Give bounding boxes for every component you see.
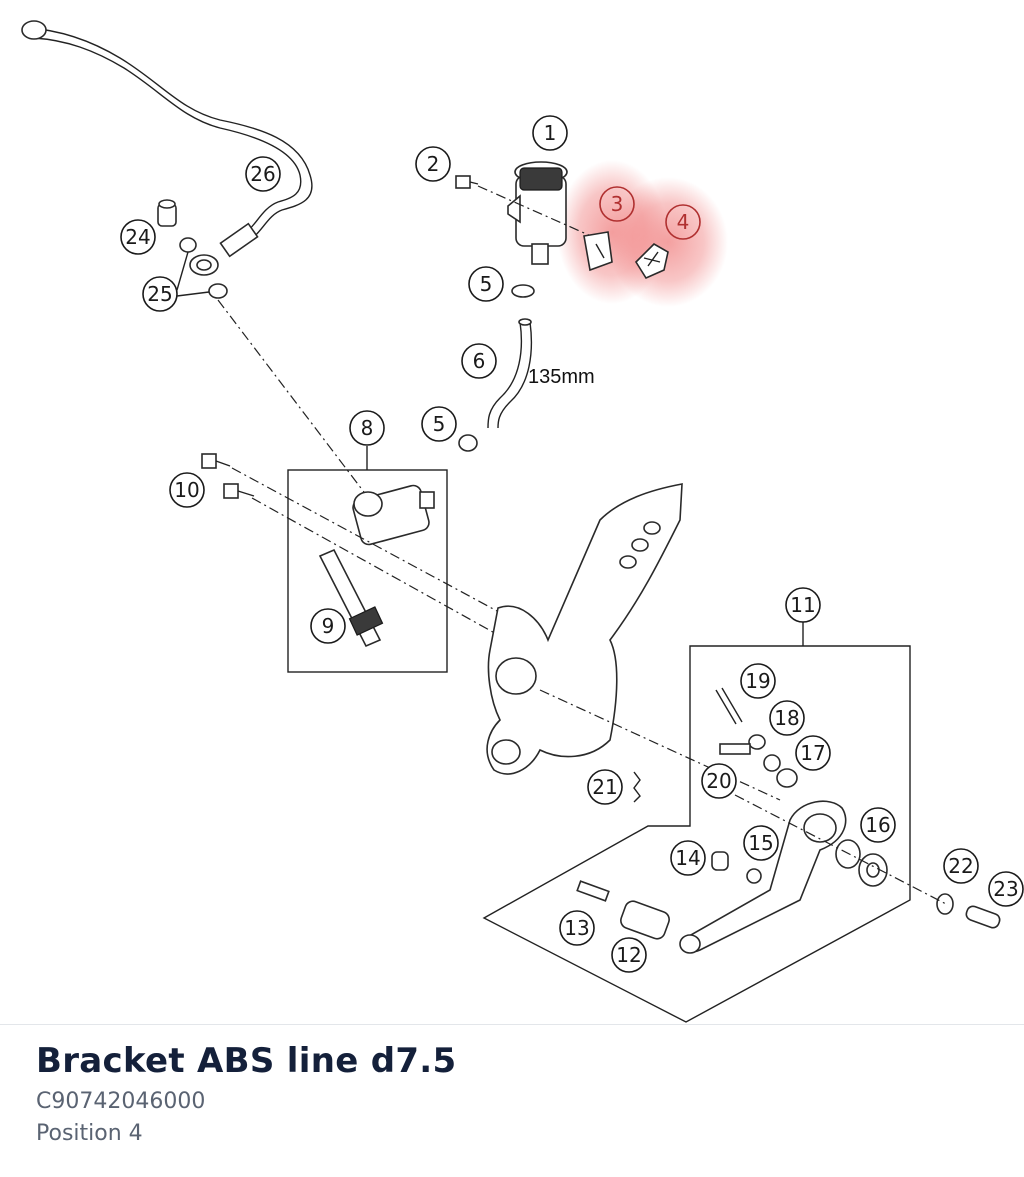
callout-19[interactable]: 19: [740, 663, 776, 699]
callout-16[interactable]: 16: [860, 807, 896, 843]
svg-text:22: 22: [948, 854, 973, 878]
callout-12[interactable]: 12: [611, 937, 647, 973]
callout-5-upper[interactable]: 5: [468, 266, 504, 302]
svg-text:25: 25: [147, 282, 172, 306]
diagram-canvas: 135mm: [21, 20, 1024, 1023]
abs-line-part[interactable]: [21, 20, 313, 276]
callout-24[interactable]: 24: [120, 219, 156, 255]
banjo-bolt-part[interactable]: [157, 199, 177, 227]
bracket-part-3[interactable]: [583, 231, 613, 272]
callout-20[interactable]: 20: [701, 763, 737, 799]
callout-23[interactable]: 23: [988, 871, 1024, 907]
hose-length-label: 135mm: [528, 366, 595, 388]
bearing-bush-part[interactable]: [835, 839, 888, 887]
bracket-part-4[interactable]: [634, 243, 669, 280]
callout-18[interactable]: 18: [769, 700, 805, 736]
washer-part[interactable]: [936, 893, 954, 915]
push-rod-part[interactable]: [318, 548, 384, 648]
svg-text:9: 9: [322, 614, 335, 638]
eccentric-part[interactable]: [776, 768, 798, 788]
fluid-reservoir-part[interactable]: [507, 161, 568, 265]
callout-6[interactable]: 6: [461, 343, 497, 379]
master-cylinder-group: [287, 446, 448, 673]
svg-text:26: 26: [250, 162, 275, 186]
callout-14[interactable]: 14: [670, 840, 706, 876]
svg-text:10: 10: [174, 478, 199, 502]
svg-text:19: 19: [745, 669, 770, 693]
hose-clamp-part[interactable]: [458, 284, 535, 452]
callout-25[interactable]: 25: [142, 276, 178, 312]
footpeg-part[interactable]: [619, 899, 672, 941]
part-number: C90742046000: [36, 1089, 206, 1114]
callout-21[interactable]: 21: [587, 769, 623, 805]
callout-15[interactable]: 15: [743, 825, 779, 861]
svg-text:15: 15: [748, 831, 773, 855]
lever-pin-part[interactable]: [715, 687, 743, 725]
footrest-bracket-part[interactable]: [486, 483, 683, 775]
svg-text:3: 3: [611, 192, 624, 216]
exploded-parts-diagram: 135mm: [21, 20, 1024, 1023]
cylinder-bolts-part[interactable]: [201, 453, 255, 499]
brake-lever-part[interactable]: [679, 800, 847, 954]
pivot-bolt-part[interactable]: [965, 905, 1002, 930]
part-position: Position 4: [36, 1121, 143, 1146]
callout-8[interactable]: 8: [349, 410, 385, 446]
svg-text:11: 11: [790, 593, 815, 617]
svg-text:20: 20: [706, 769, 731, 793]
return-spring-part[interactable]: [633, 771, 641, 803]
svg-text:5: 5: [480, 272, 493, 296]
part-info-panel: Bracket ABS line d7.5 C90742046000 Posit…: [0, 1024, 1024, 1177]
callout-26[interactable]: 26: [245, 156, 281, 192]
adjuster-bolt-part[interactable]: [719, 743, 781, 772]
callout-22[interactable]: 22: [943, 848, 979, 884]
callout-2[interactable]: 2: [415, 146, 451, 182]
spacer-part[interactable]: [711, 851, 762, 884]
svg-text:5: 5: [433, 412, 446, 436]
master-cylinder-part[interactable]: [351, 484, 435, 547]
callout-11[interactable]: 11: [785, 587, 821, 623]
svg-text:18: 18: [774, 706, 799, 730]
hose-part[interactable]: [487, 318, 533, 429]
callout-3[interactable]: 3: [599, 186, 635, 222]
svg-text:23: 23: [993, 877, 1018, 901]
highlight-glow: [557, 160, 728, 307]
callout-10[interactable]: 10: [169, 472, 205, 508]
callout-17[interactable]: 17: [795, 735, 831, 771]
reservoir-bolt-part[interactable]: [455, 175, 479, 189]
svg-text:1: 1: [544, 121, 557, 145]
svg-text:2: 2: [427, 152, 440, 176]
svg-text:6: 6: [473, 349, 486, 373]
callouts: 1 2 3 4 5 5 6 8 9 10 11 12 13 14 15 16 1…: [120, 115, 1024, 973]
callout-13[interactable]: 13: [559, 910, 595, 946]
svg-text:13: 13: [564, 916, 589, 940]
callout-4[interactable]: 4: [665, 204, 701, 240]
nut-part[interactable]: [748, 734, 766, 750]
svg-text:21: 21: [592, 775, 617, 799]
seal-ring-parts[interactable]: [179, 237, 228, 299]
callout-5-lower[interactable]: 5: [421, 406, 457, 442]
brake-lever-group: [482, 622, 911, 1023]
svg-text:16: 16: [865, 813, 890, 837]
callout-1[interactable]: 1: [532, 115, 568, 151]
part-title: Bracket ABS line d7.5: [36, 1041, 457, 1081]
callout-9[interactable]: 9: [310, 608, 346, 644]
footpeg-bolt-part[interactable]: [576, 880, 610, 902]
svg-text:17: 17: [800, 741, 825, 765]
svg-text:4: 4: [677, 210, 690, 234]
svg-text:14: 14: [675, 846, 700, 870]
svg-text:12: 12: [616, 943, 641, 967]
svg-text:8: 8: [361, 416, 374, 440]
svg-text:24: 24: [125, 225, 150, 249]
